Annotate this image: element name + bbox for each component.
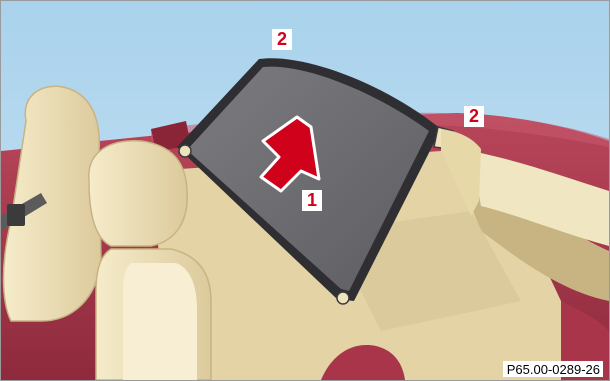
reference-code: P65.00-0289-26 — [503, 361, 603, 377]
callout-2-top: 2 — [272, 29, 292, 50]
deflector-mount-lower-left — [179, 145, 191, 157]
seat-bolster — [123, 263, 197, 380]
callout-2-right: 2 — [464, 106, 484, 127]
callout-1: 1 — [302, 190, 322, 211]
deflector-mount-lower-right — [337, 292, 349, 304]
seat-belt-buckle — [7, 204, 25, 226]
headrest-front — [89, 141, 187, 246]
